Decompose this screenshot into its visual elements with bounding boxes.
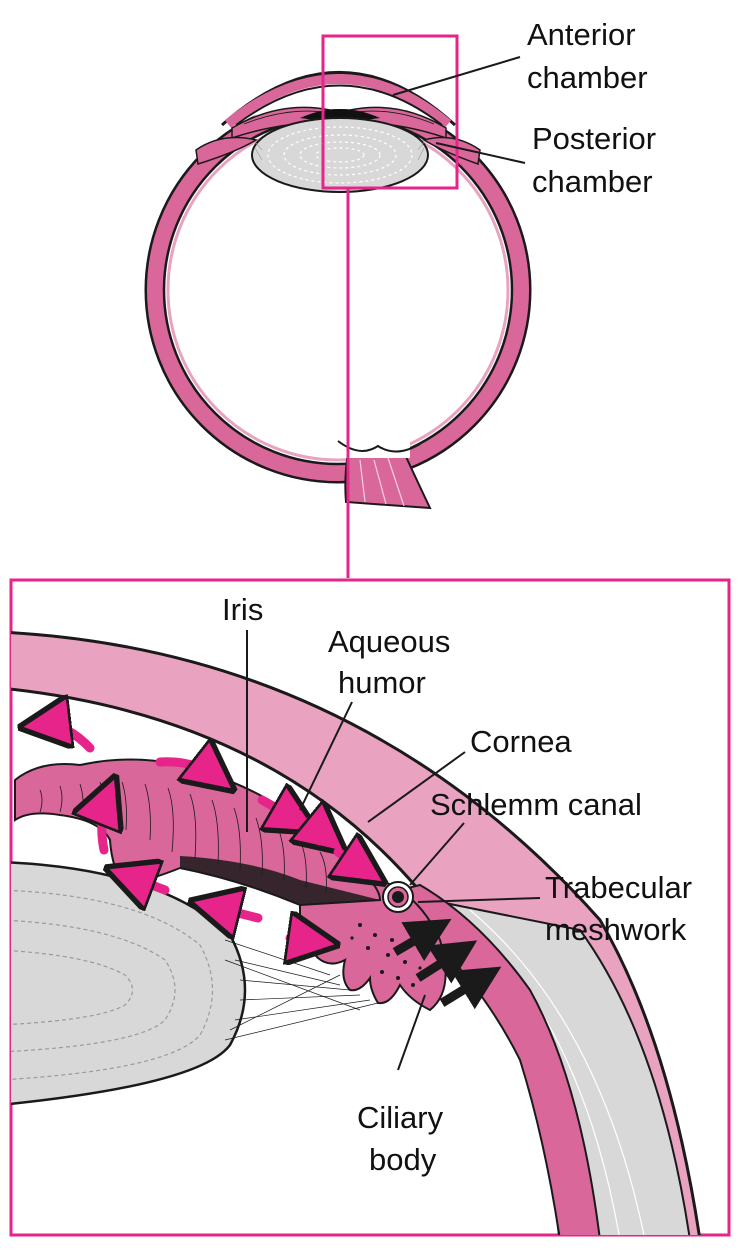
aqueous-flow-arrows — [40, 725, 368, 942]
flow-arrow — [102, 795, 108, 855]
flow-arrow — [40, 725, 95, 753]
detail-leaders — [246, 630, 541, 1071]
posterior-label-2: chamber — [532, 164, 653, 199]
flow-arrow — [290, 938, 318, 942]
ciliary-texture — [350, 923, 422, 987]
posterior-leader — [435, 142, 526, 164]
detail-view — [11, 631, 701, 1235]
flow-arrow — [338, 852, 368, 872]
anterior-label-1: Anterior — [527, 17, 636, 52]
flow-arrow — [210, 906, 263, 918]
zonules — [224, 939, 379, 1041]
flow-arrow — [125, 875, 170, 890]
ciliary-left — [195, 136, 258, 165]
schlemm-label: Schlemm canal — [430, 787, 642, 822]
aqueous-leader — [299, 701, 353, 811]
ciliary-label-1: Ciliary — [357, 1100, 444, 1135]
flow-arrow — [308, 822, 330, 840]
trabecular-label-1: Trabecular — [545, 870, 692, 905]
cornea-label: Cornea — [470, 724, 572, 759]
ciliary-leader — [397, 994, 426, 1071]
posterior-label-1: Posterior — [532, 121, 656, 156]
outflow-arrow — [392, 918, 452, 962]
zoom-marker-box — [321, 34, 459, 190]
eye-overview: Anterior chamber Posterior chamber — [144, 17, 656, 578]
schlemm-leader — [409, 822, 465, 886]
ciliary-label-2: body — [369, 1142, 437, 1177]
trabecular-label-2: meshwork — [545, 912, 687, 947]
aqueous-label-2: humor — [338, 665, 426, 700]
outflow-arrow — [415, 940, 478, 984]
iris-label: Iris — [222, 592, 263, 627]
aqueous-label-1: Aqueous — [328, 624, 450, 659]
trabecular-leader — [417, 897, 541, 903]
anterior-leader — [392, 56, 521, 96]
outflow-arrow — [439, 966, 502, 1010]
anterior-label-2: chamber — [527, 60, 648, 95]
cornea-leader — [367, 751, 466, 823]
flow-arrow — [155, 762, 218, 778]
lens — [251, 117, 429, 193]
outflow-arrows — [392, 918, 502, 1010]
